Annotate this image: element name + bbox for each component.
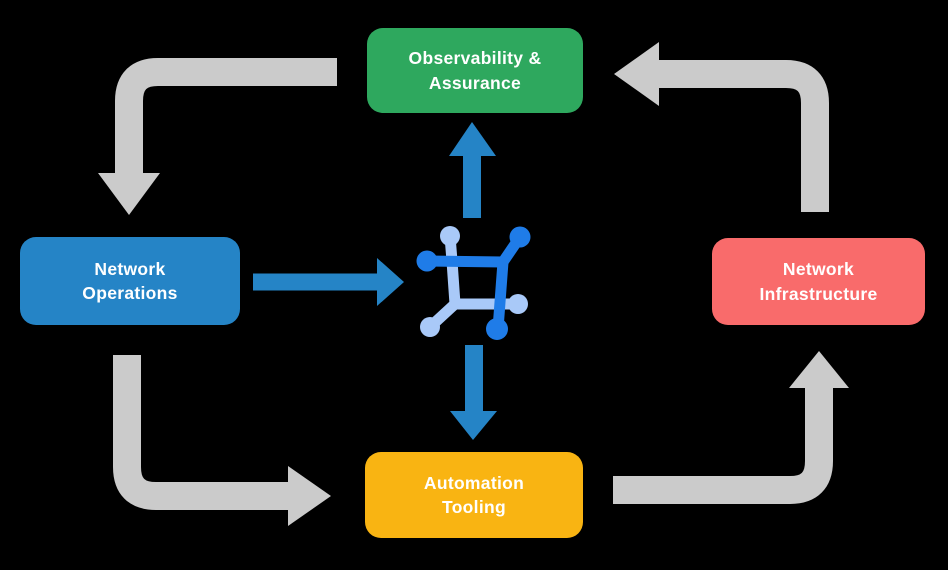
- node-automation-tooling: Automation Tooling: [365, 452, 583, 538]
- node-operations-label: Network Operations: [82, 258, 178, 303]
- arrow-automation-to-infrastructure: [613, 351, 849, 504]
- arrow-operations-to-center: [253, 258, 404, 306]
- arrow-operations-to-automation: [113, 355, 331, 526]
- arrow-center-to-observability: [449, 122, 496, 218]
- arrow-observability-to-operations: [98, 58, 337, 215]
- node-network-operations: Network Operations: [20, 237, 240, 325]
- node-network-infrastructure: Network Infrastructure: [712, 238, 925, 325]
- node-observability-assurance: Observability & Assurance: [367, 28, 583, 113]
- node-automation-label: Automation Tooling: [423, 472, 525, 517]
- network-automation-icon: [416, 226, 531, 340]
- arrow-center-to-automation: [450, 345, 497, 440]
- node-observability-label: Observability & Assurance: [408, 48, 542, 93]
- arrow-infrastructure-to-observability: [614, 42, 829, 212]
- node-infrastructure-label: Network Infrastructure: [759, 259, 878, 304]
